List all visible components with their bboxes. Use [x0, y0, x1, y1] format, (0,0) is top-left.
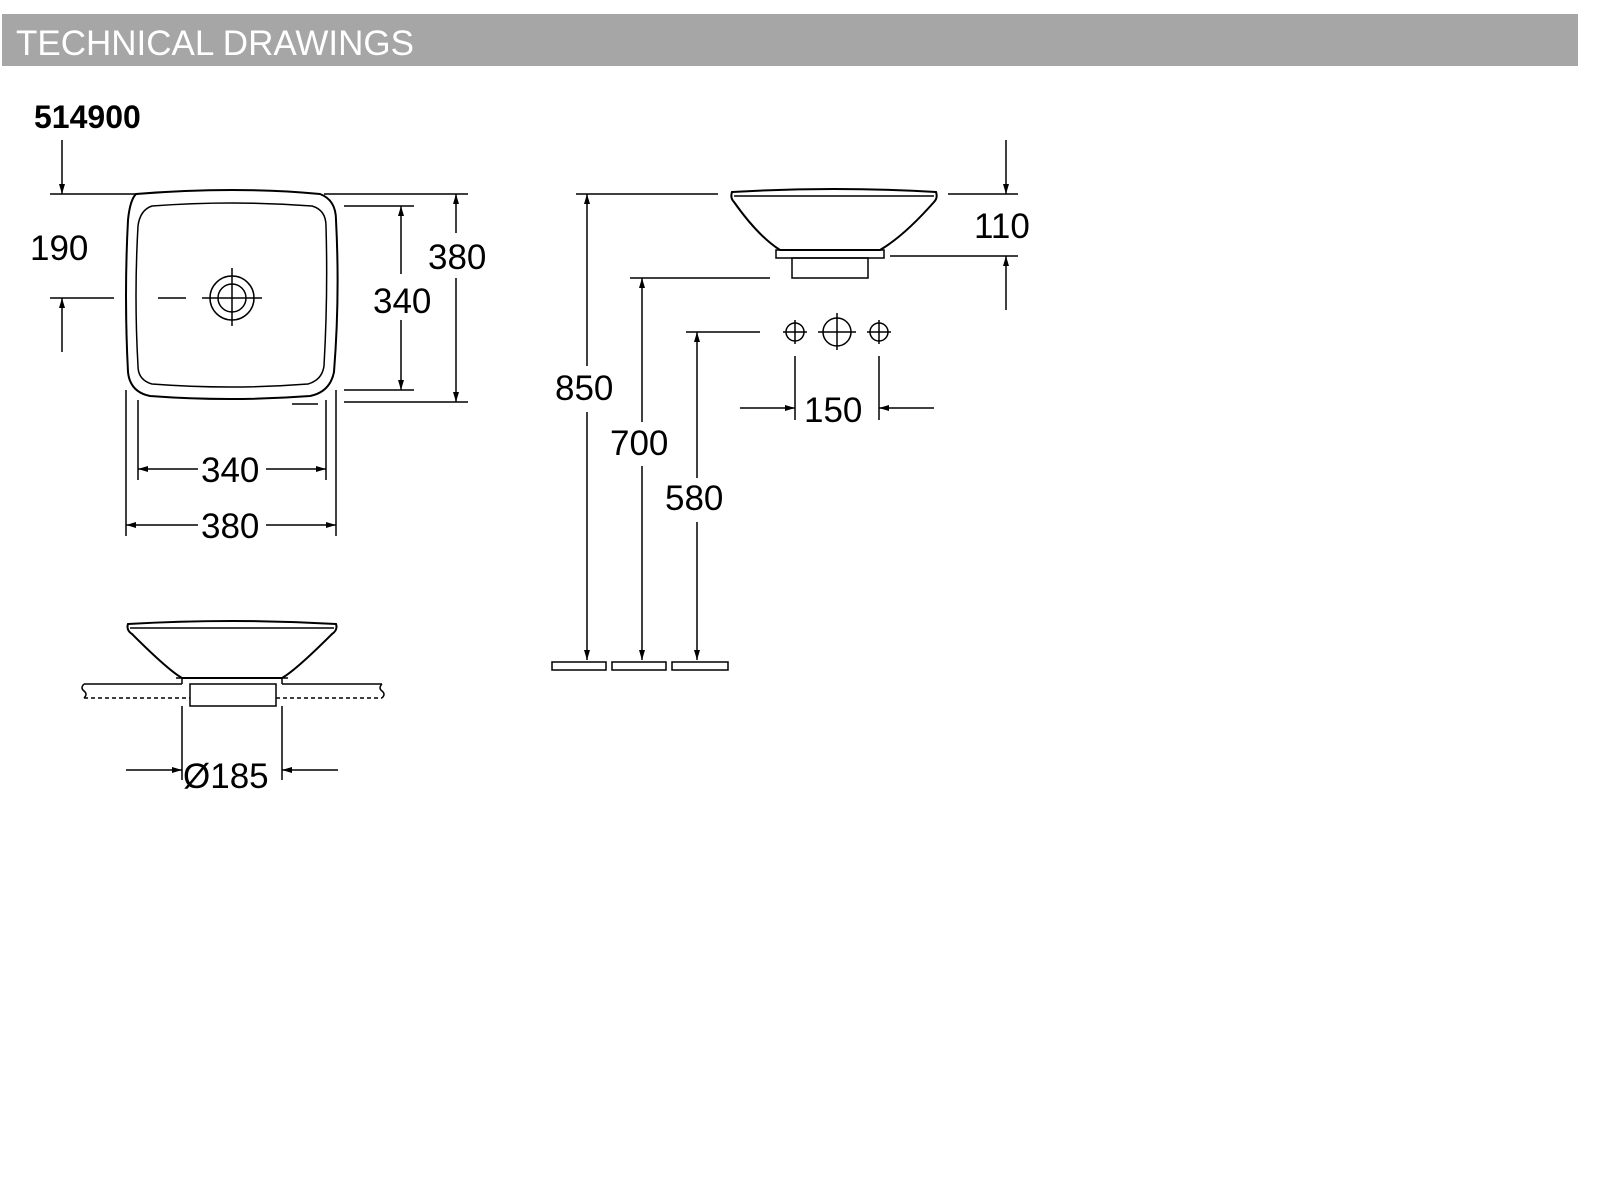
dim-340-vertical	[344, 205, 414, 391]
dim-110	[890, 140, 1018, 310]
dim-label-850: 850	[555, 369, 613, 408]
dim-380-vertical	[292, 193, 468, 405]
side-view-basin	[730, 188, 938, 279]
dim-label-380-vertical: 380	[428, 238, 486, 277]
dim-label-700: 700	[610, 424, 668, 463]
dim-190	[50, 140, 138, 352]
dim-label-340-horizontal: 340	[201, 451, 259, 490]
countertop	[81, 683, 385, 699]
product-code: 514900	[34, 99, 141, 135]
dim-label-580: 580	[665, 479, 723, 518]
dim-label-110: 110	[974, 207, 1030, 246]
floor-blocks	[551, 661, 729, 671]
dim-label-185: Ø185	[183, 757, 269, 796]
dim-label-190: 190	[30, 229, 88, 268]
dim-580	[686, 331, 760, 660]
dim-185	[126, 706, 338, 780]
dim-700	[630, 277, 770, 660]
page-title: TECHNICAL DRAWINGS	[16, 24, 414, 63]
dim-850	[576, 193, 718, 660]
tap-holes	[783, 313, 891, 350]
top-view-basin	[125, 189, 339, 400]
dim-label-340-vertical: 340	[373, 282, 431, 321]
header-bar: TECHNICAL DRAWINGS	[2, 14, 1578, 66]
dim-label-380-horizontal: 380	[201, 507, 259, 546]
dim-340-horizontal	[137, 400, 327, 480]
section-view-basin	[126, 620, 338, 707]
dim-label-150: 150	[804, 391, 862, 430]
dim-150	[740, 356, 934, 420]
dim-380-horizontal	[125, 390, 337, 536]
